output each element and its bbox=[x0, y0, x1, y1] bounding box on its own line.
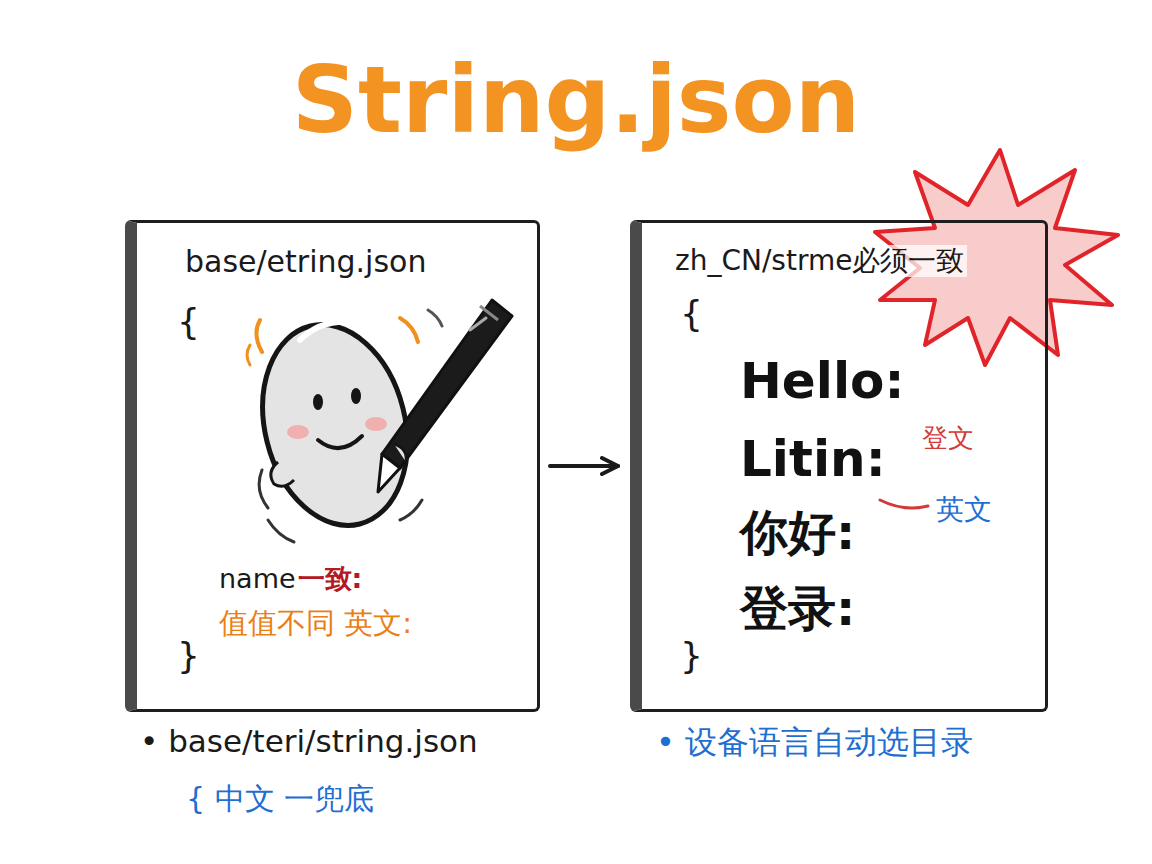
code-line: Hello: bbox=[740, 353, 904, 411]
file-path: zh_CN/strme必须一致 bbox=[672, 245, 967, 277]
code-line: { bbox=[177, 301, 200, 342]
code-line: Litin: bbox=[740, 431, 886, 489]
bullet-note: • base/teri/string.json bbox=[140, 724, 478, 760]
note: { 中文 一兜底 bbox=[186, 782, 374, 817]
file-panel: base/etring.json { name一致: 值值不同 英文:} bbox=[125, 220, 540, 712]
leader-line bbox=[880, 500, 928, 508]
bullet-note: • 设备语言自动选目录 bbox=[656, 724, 973, 761]
code-line: } bbox=[177, 635, 200, 676]
code-line: 你好: bbox=[740, 505, 855, 560]
arrow-connector bbox=[550, 464, 618, 468]
pen bbox=[378, 300, 512, 492]
code-line: 登录: bbox=[740, 581, 855, 636]
code-line: { bbox=[680, 293, 703, 334]
annotation: 登文 bbox=[922, 424, 974, 454]
code-line: name bbox=[219, 563, 296, 594]
file-panel: zh_CN/strme必须一致 { Hello: Litin: 你好: 登录:} bbox=[630, 220, 1048, 712]
code-line: 值值不同 英文: bbox=[219, 607, 412, 640]
code-line: } bbox=[680, 635, 703, 676]
file-path: base/etring.json bbox=[185, 245, 426, 280]
annotation: 英文 bbox=[936, 494, 992, 526]
title: String.json bbox=[0, 48, 1152, 154]
code-line: 一致: bbox=[298, 563, 363, 594]
